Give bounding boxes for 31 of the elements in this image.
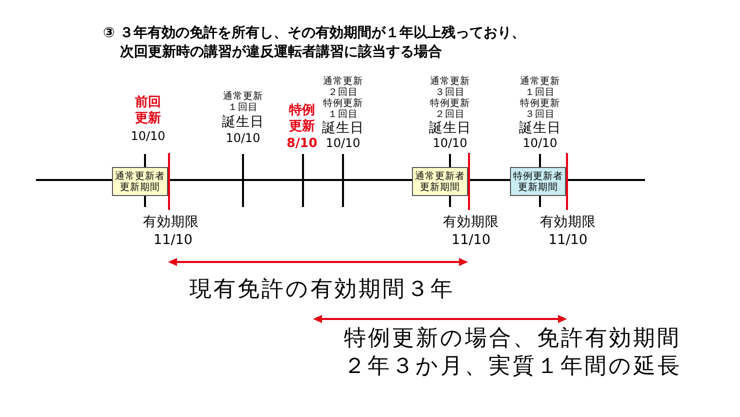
date-label: 10/10 [130,129,166,143]
expiry-label: 有効期限 [443,214,499,230]
renewal-count-label: 通常更新２回目 [323,76,363,98]
renewal-count-label: 通常更新１回目 [520,76,560,98]
heading: ③ ３年有効の免許を所有し、その有効期間が１年以上残っており、次回更新時の講習が違反運転者講習に該当する場合 [103,24,527,62]
expiry-label: 有効期限 [143,214,199,230]
renewal-count-label: 特例更新３回目 [520,98,560,120]
birthday-label: 誕生日 [429,120,471,136]
renewal-count-label: 特例更新２回目 [430,98,470,120]
birthday-label: 誕生日 [322,120,364,136]
date-label: 8/10 [286,136,318,150]
birthday-label: 誕生日 [519,120,561,136]
date-label: 10/10 [432,136,468,150]
date-label: 10/10 [326,136,360,150]
renewal-label: 前回更新 [134,95,162,127]
period-caption: 特例更新の場合、免許有効期間２年３か月、実質１年間の延長 [342,325,682,381]
renewal-count-label: 通常更新３回目 [430,76,470,98]
expiry-label: 有効期限 [540,214,596,230]
period-caption: 現有免許の有効期間３年 [190,276,454,304]
renewal-count-label: 通常更新１回目 [223,91,263,113]
period-box: 通常更新者更新期間 [412,167,468,196]
date-label: 11/10 [452,232,490,248]
period-box: 特例更新者更新期間 [510,167,566,196]
date-label: 11/10 [548,232,588,248]
date-label: 11/10 [154,232,192,248]
renewal-label: 特例更新 [288,103,316,135]
date-label: 10/10 [522,136,558,150]
period-box: 通常更新者更新期間 [112,167,168,196]
birthday-label: 誕生日 [222,114,264,130]
date-label: 10/10 [226,131,260,145]
renewal-count-label: 特例更新１回目 [323,98,363,120]
